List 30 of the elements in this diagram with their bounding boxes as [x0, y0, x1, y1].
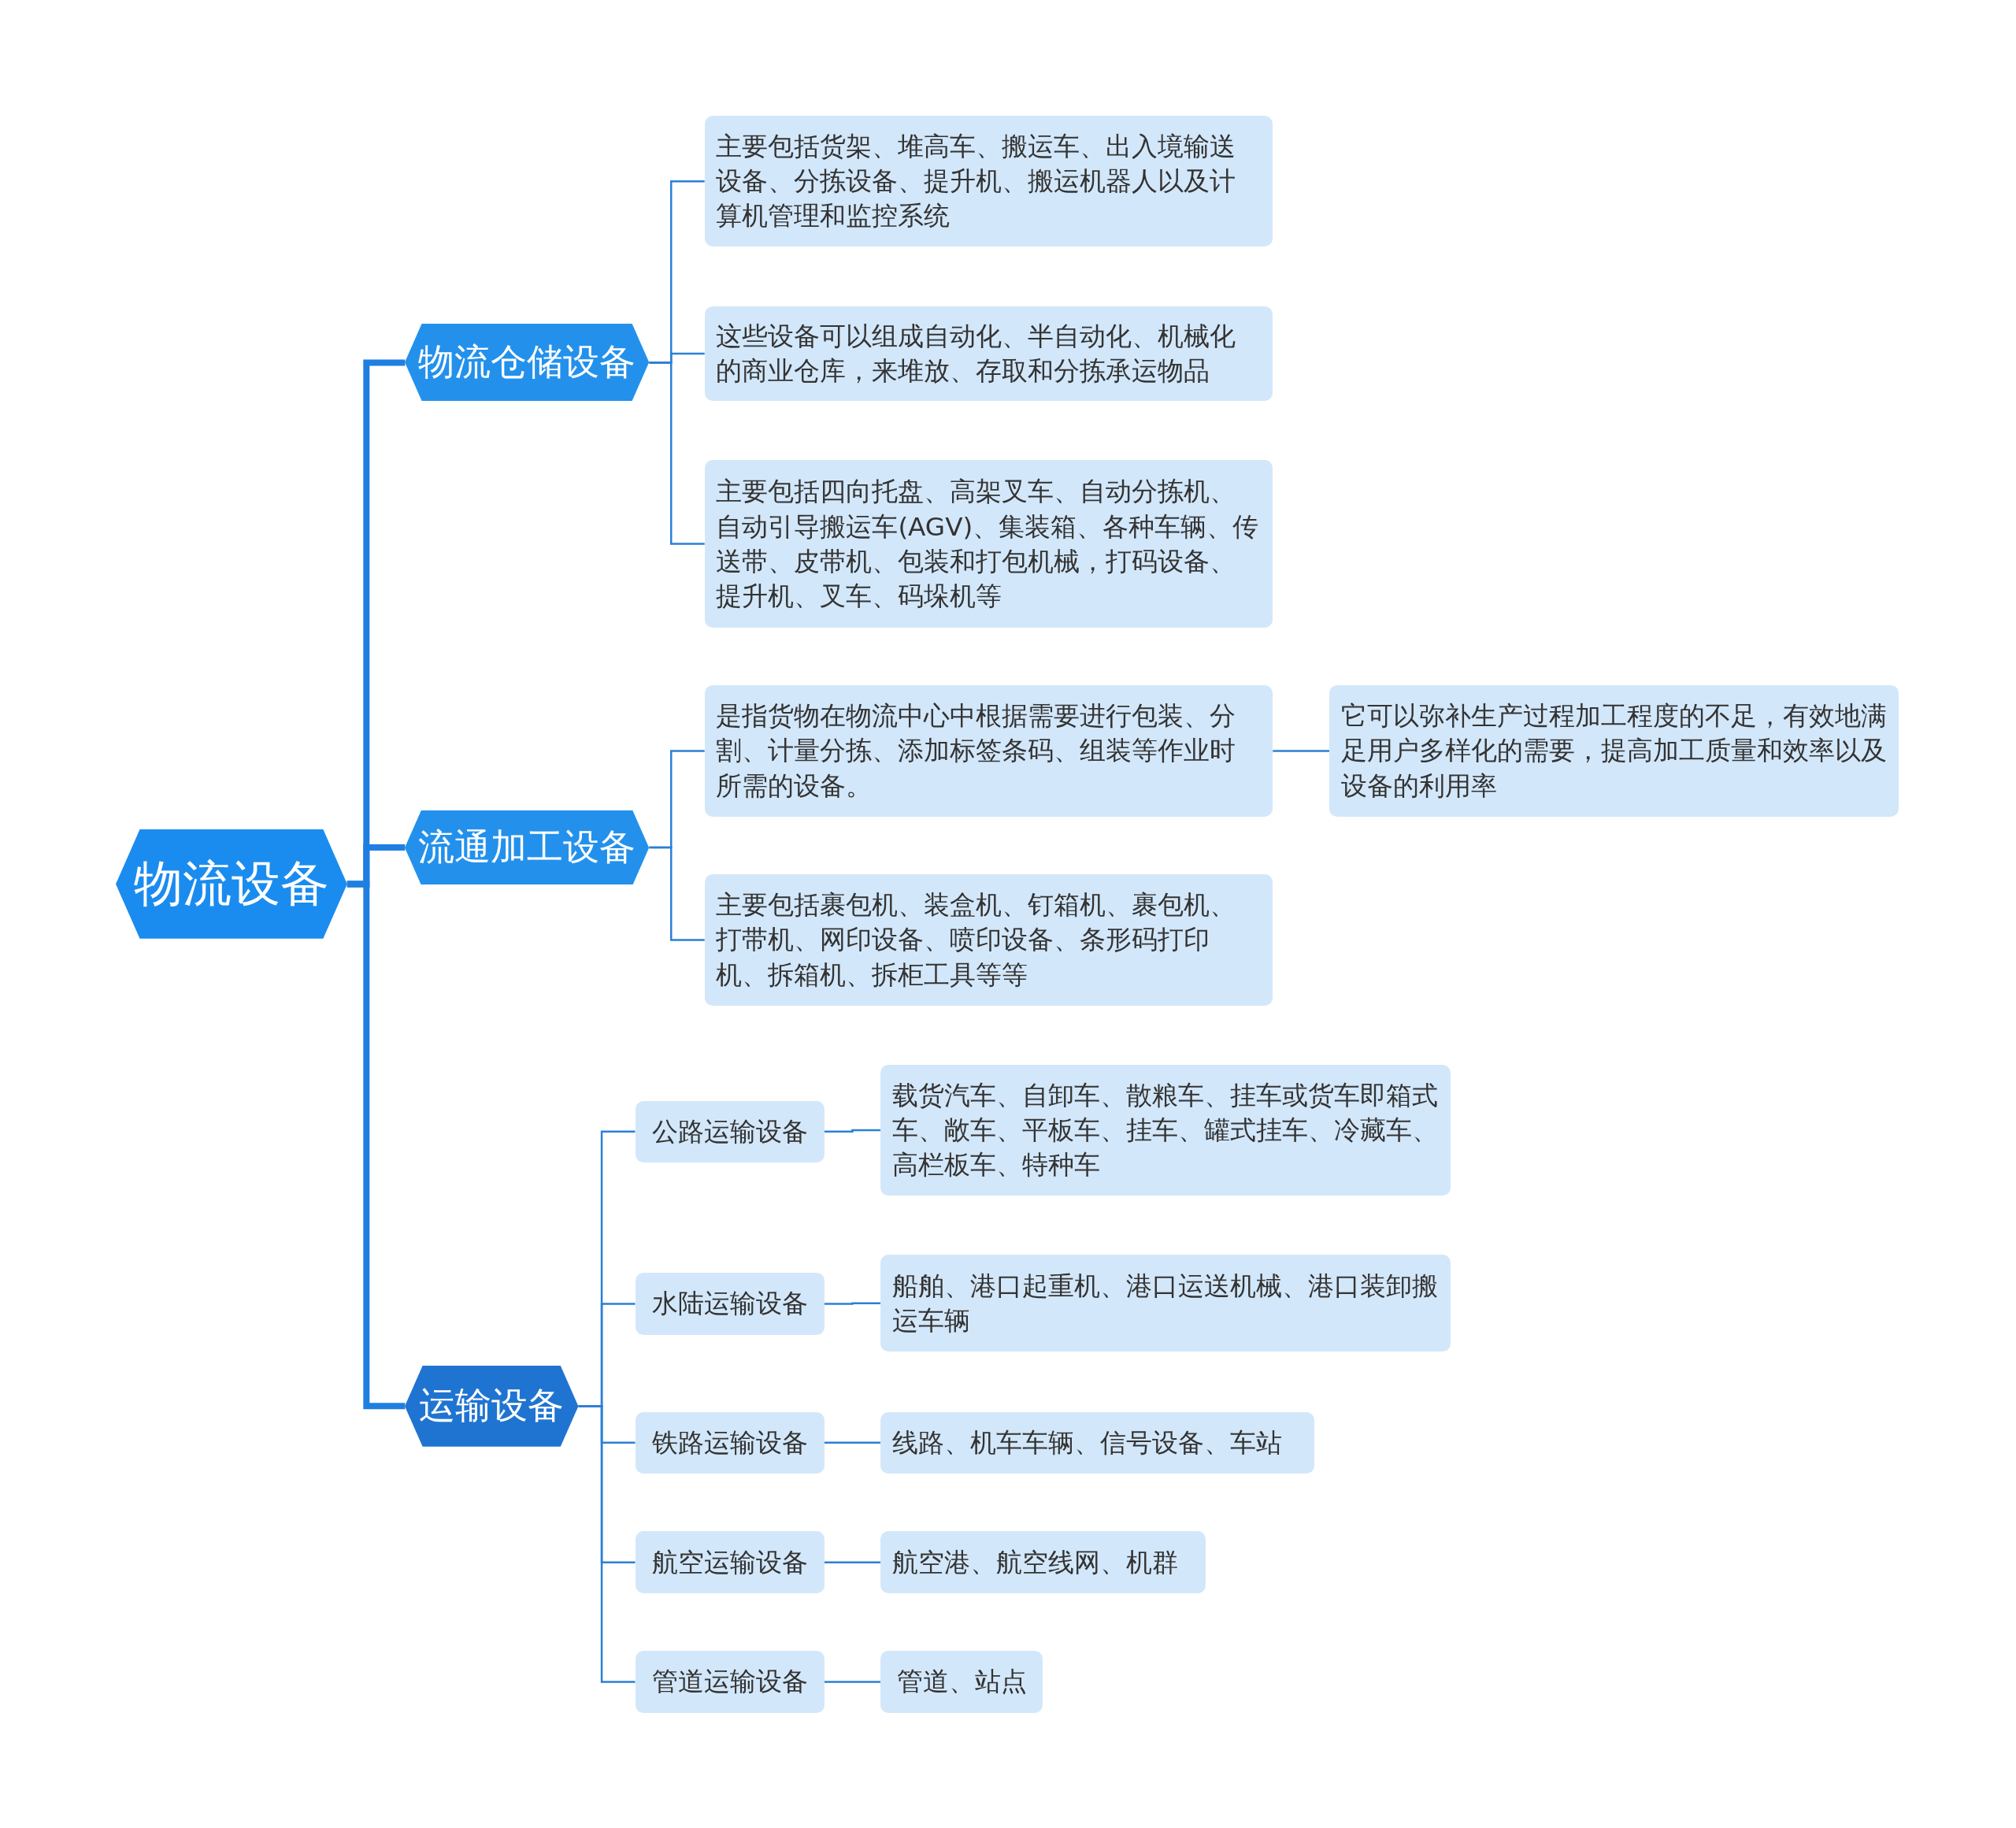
hexagon-topic: 运输设备: [405, 1365, 579, 1447]
connector-line: [649, 846, 705, 941]
topic-box: 是指货物在物流中心中根据需要进行包装、分割、计量分拣、添加标签条码、组装等作业时所需的设备。: [704, 685, 1273, 817]
topic-box: 主要包括四向托盘、高架叉车、自动分拣机、自动引导搬运车(AGV)、集装箱、各种车辆、传送带、皮带机、包装和打包机械，打码设备、提升机、叉车、码垛机等: [704, 460, 1273, 628]
topic-box: 主要包括货架、堆高车、搬运车、出入境输送设备、分拣设备、提升机、搬运机器人以及计算机管理和监控系统: [704, 115, 1273, 247]
topic-box: 它可以弥补生产过程加工程度的不足，有效地满足用户多样化的需要，提高加工质量和效率以及设备的利用率: [1329, 685, 1899, 817]
connector-line: [824, 1441, 881, 1444]
topic-box: 主要包括裹包机、装盒机、钉箱机、裹包机、打带机、网印设备、喷印设备、条形码打印机、拆箱机、拆柜工具等等: [704, 874, 1273, 1006]
topic-box: 水陆运输设备: [635, 1273, 825, 1335]
connector-line: [824, 1681, 881, 1683]
topic-box: 船舶、港口起重机、港口运送机械、港口装卸搬运车辆: [880, 1255, 1451, 1352]
connector-line: [824, 1129, 881, 1133]
topic-box: 管道、站点: [880, 1651, 1043, 1713]
connector-line: [824, 1302, 881, 1305]
connector-line: [649, 362, 705, 545]
connector-line: [578, 1405, 636, 1683]
topic-box: 铁路运输设备: [635, 1411, 825, 1474]
topic-box: 载货汽车、自卸车、散粮车、挂车或货车即箱式车、敞车、平板车、挂车、罐式挂车、冷藏车、高栏板车、特种车: [880, 1064, 1451, 1196]
hexagon-topic: 流通加工设备: [405, 810, 650, 885]
connector-line: [824, 1561, 881, 1563]
topic-box: 管道运输设备: [635, 1651, 825, 1713]
hexagon-topic: 物流设备: [115, 829, 347, 939]
hexagon-topic: 物流仓储设备: [405, 324, 650, 402]
connector-line: [1273, 750, 1330, 752]
topic-box: 航空运输设备: [635, 1531, 825, 1593]
topic-box: 这些设备可以组成自动化、半自动化、机械化的商业仓库，来堆放、存取和分拣承运物品: [704, 306, 1273, 402]
topic-box: 航空港、航空线网、机群: [880, 1531, 1206, 1593]
connector-line: [346, 881, 406, 1410]
topic-box: 线路、机车车辆、信号设备、车站: [880, 1411, 1314, 1474]
topic-box: 公路运输设备: [635, 1100, 825, 1162]
